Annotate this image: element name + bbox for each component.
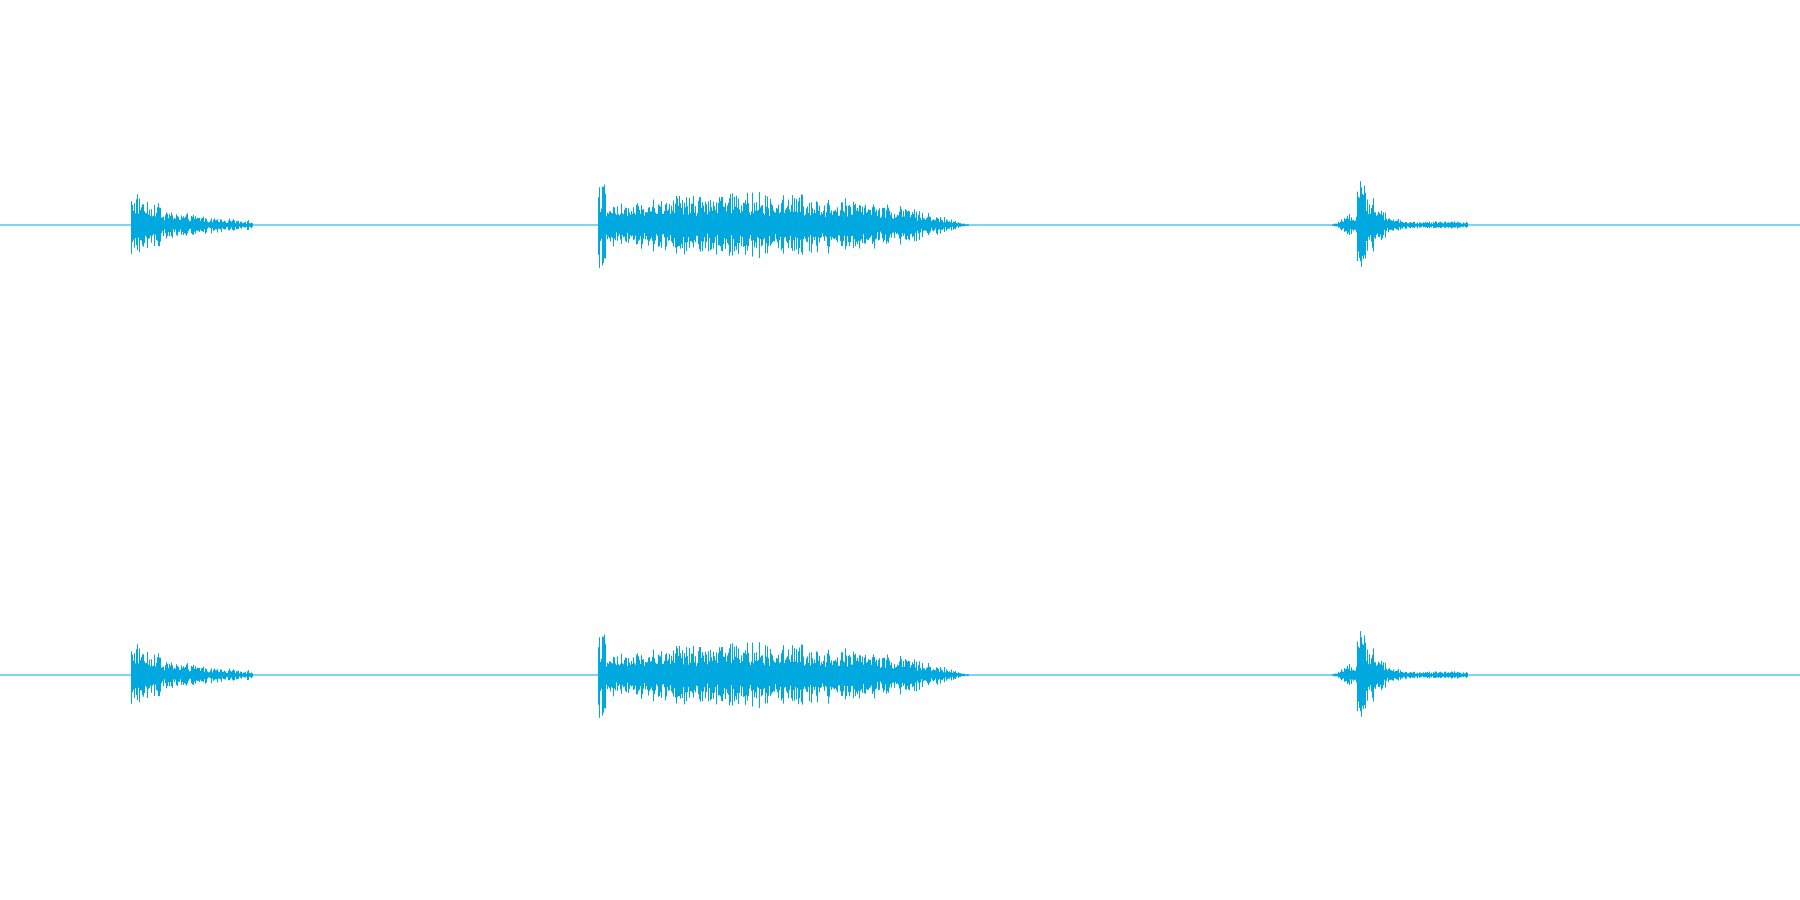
audio-clip-waveform[interactable] — [131, 194, 253, 254]
right-channel-waveform[interactable] — [0, 631, 1800, 718]
audio-clip-waveform[interactable] — [131, 644, 253, 704]
audio-clip-waveform[interactable] — [1332, 181, 1468, 267]
audio-clip-waveform[interactable] — [1332, 631, 1468, 717]
audio-clip-waveform[interactable] — [598, 634, 969, 718]
audio-clip-waveform[interactable] — [598, 184, 969, 268]
left-channel-waveform[interactable] — [0, 181, 1800, 268]
